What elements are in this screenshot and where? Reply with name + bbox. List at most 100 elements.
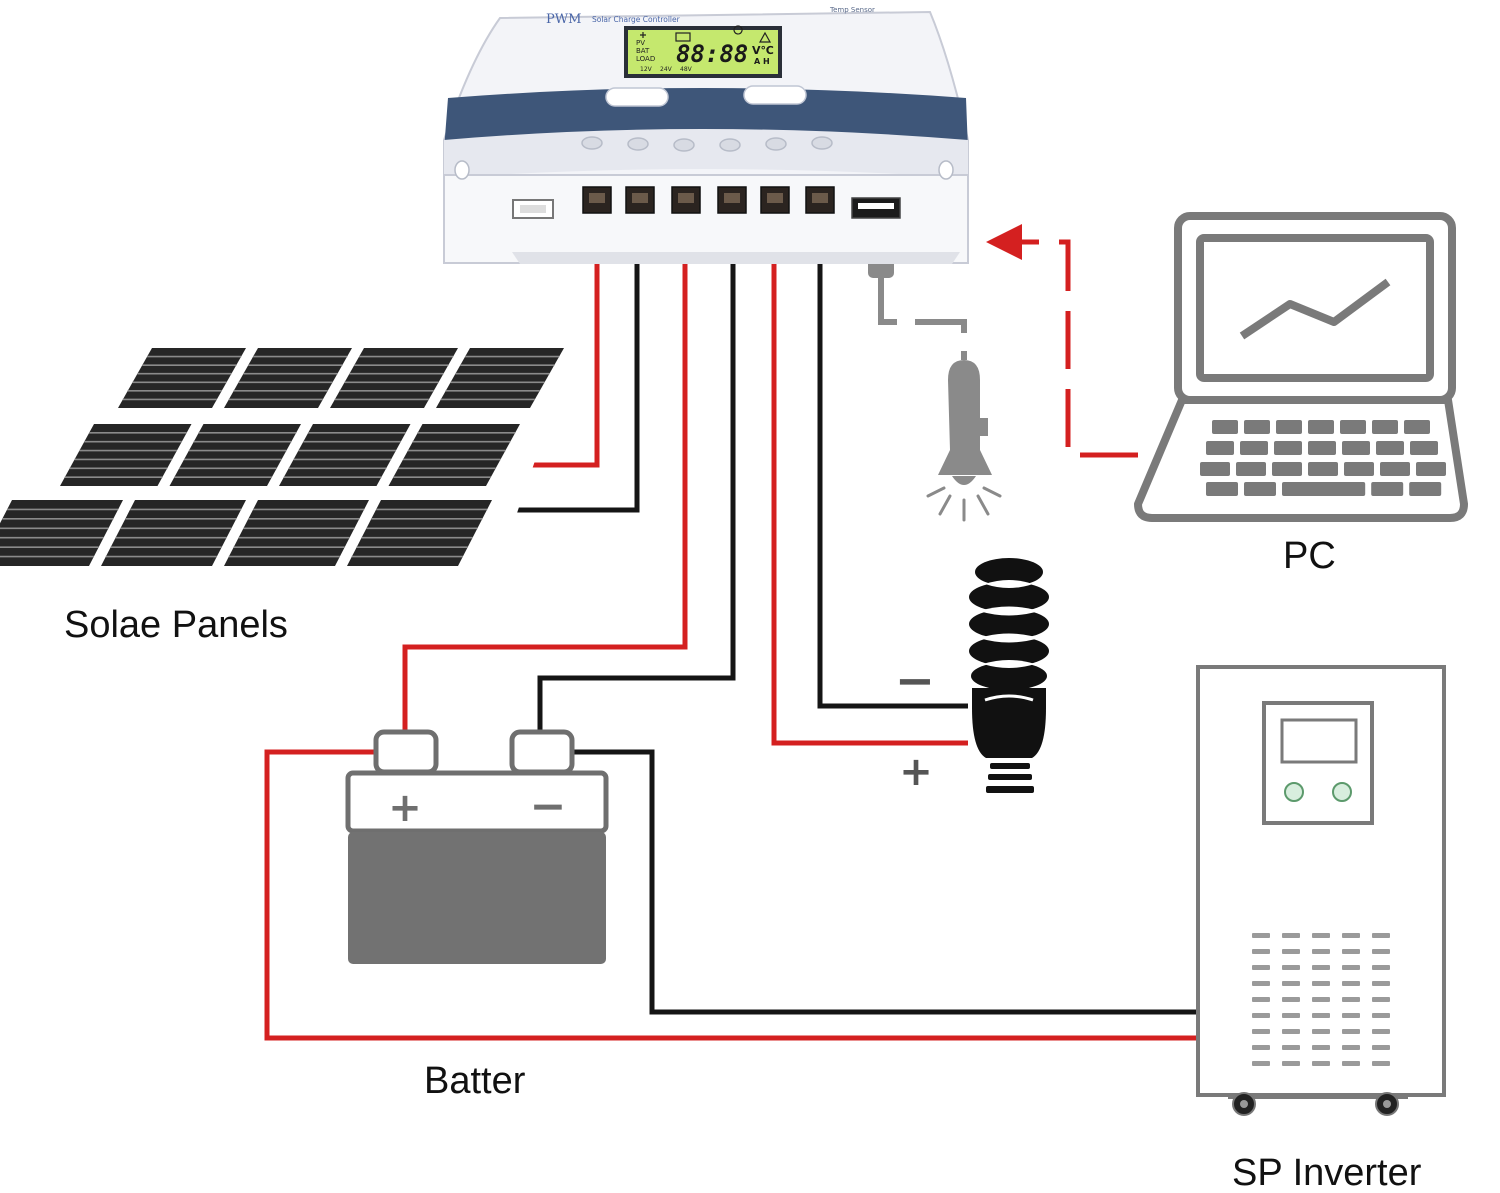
- cfl-spiral-gap: [983, 660, 1035, 668]
- inverter-button-left: [1284, 782, 1304, 802]
- vent-slot: [1312, 949, 1330, 954]
- usb-light: [926, 360, 1002, 522]
- battery-terminal-negative: [509, 729, 575, 775]
- vent-slot: [1282, 1061, 1300, 1066]
- keyboard-key: [1206, 482, 1238, 496]
- controller-button-left[interactable]: [605, 87, 669, 107]
- keyboard-key: [1376, 441, 1404, 455]
- temp-sensor-label: Temp Sensor: [829, 6, 875, 14]
- solar-negative-wire: [498, 215, 640, 513]
- keyboard-key: [1371, 482, 1404, 496]
- screw-hole: [719, 138, 741, 152]
- temp-sensor-slot: [520, 205, 546, 213]
- solar-cell: [436, 348, 564, 408]
- battery-minus-sign: −: [530, 781, 567, 832]
- vent-slot: [1282, 1029, 1300, 1034]
- usb-port-tongue: [858, 203, 894, 209]
- lcd-screen: [628, 30, 778, 74]
- keyboard-key: [1409, 482, 1442, 496]
- solar-panels-caption: Solae Panels: [64, 604, 288, 646]
- solar-cell: [101, 500, 246, 566]
- vent-slot: [1252, 1045, 1270, 1050]
- battery-body: [348, 832, 606, 964]
- vent-slot: [1342, 1029, 1360, 1034]
- pc-link: [986, 224, 1138, 458]
- vent-slot: [1312, 1029, 1330, 1034]
- battery-terminal-positive: [373, 729, 439, 775]
- keyboard-key: [1236, 462, 1266, 476]
- pc-signal-line: [1018, 239, 1138, 458]
- terminal-screw: [812, 193, 828, 203]
- controller-subtitle: Solar Charge Controller: [592, 15, 681, 24]
- battery-plus-sign: +: [388, 785, 422, 831]
- load-negative-wire: [817, 215, 968, 709]
- controller-button-right[interactable]: [743, 85, 807, 105]
- vent-slot: [1342, 965, 1360, 970]
- vent-slot: [1282, 965, 1300, 970]
- solar-cell: [0, 500, 123, 566]
- screw-hole: [627, 137, 649, 151]
- keyboard-key: [1276, 420, 1302, 434]
- inverter-display: [1280, 718, 1358, 764]
- cfl-base: [972, 688, 1046, 758]
- vent-slot: [1252, 1061, 1270, 1066]
- cfl-base-highlight: [984, 694, 1034, 702]
- vent-slot: [1342, 1013, 1360, 1018]
- usb-cable-line: [878, 278, 967, 360]
- vent-slot: [1312, 981, 1330, 986]
- laptop-lid: [1174, 212, 1456, 404]
- inverter-vents: [1252, 933, 1390, 1066]
- vent-slot: [1312, 933, 1330, 938]
- charge-controller: PV BAT LOAD 88:88 V℃ A H 12V 24V 48V PWM…: [443, 6, 969, 264]
- vent-slot: [1312, 997, 1330, 1002]
- mount-hole-left: [454, 160, 470, 180]
- keyboard-key: [1308, 462, 1338, 476]
- cfl-spiral-top: [975, 558, 1043, 586]
- screw-hole: [765, 137, 787, 151]
- cfl-spiral-gap: [979, 606, 1039, 616]
- terminal-screw: [678, 193, 694, 203]
- solar-cell: [224, 500, 369, 566]
- terminal-block: [582, 186, 835, 214]
- lcd-unit-top: V℃: [752, 44, 774, 57]
- battery-top-lid: [345, 770, 609, 834]
- lcd-battery-icon: [675, 32, 691, 42]
- pc-signal-arrow: [986, 224, 1022, 260]
- vent-slot: [1372, 1045, 1390, 1050]
- vent-slot: [1252, 965, 1270, 970]
- terminal-screw: [767, 193, 783, 203]
- keyboard-key: [1340, 420, 1366, 434]
- keyboard-key: [1282, 482, 1366, 496]
- inverter-wheel-right-hub: [1383, 1100, 1391, 1108]
- solar-cell: [224, 348, 352, 408]
- controller-ledge: [444, 129, 968, 178]
- terminal-screw-holes: [581, 136, 833, 152]
- vent-slot: [1252, 933, 1270, 938]
- solar-cell: [279, 424, 411, 486]
- vent-slot: [1312, 1013, 1330, 1018]
- terminal-screw: [632, 193, 648, 203]
- vent-slot: [1342, 981, 1360, 986]
- cfl-spiral-bottom: [971, 662, 1047, 690]
- terminal-screw: [589, 193, 605, 203]
- mount-hole-right: [938, 160, 954, 180]
- inverter-wheel-left-hub: [1240, 1100, 1248, 1108]
- screw-hole: [811, 136, 833, 150]
- vent-slot: [1312, 965, 1330, 970]
- vent-slot: [1342, 1045, 1360, 1050]
- lcd-24v: 24V: [660, 66, 673, 73]
- keyboard-key: [1416, 462, 1446, 476]
- solar-cells: [0, 348, 564, 566]
- lcd-bulb-icon: [733, 25, 743, 35]
- keyboard-key: [1244, 482, 1276, 496]
- light-rays-icon: [926, 486, 1002, 522]
- cfl-spiral: [969, 582, 1049, 612]
- usb-light-body: [938, 360, 992, 475]
- vent-slot: [1282, 1013, 1300, 1018]
- cfl-spiral-gap: [985, 580, 1033, 588]
- inverter: [1196, 665, 1446, 1116]
- pc-caption: PC: [1283, 535, 1336, 577]
- solar-cell: [118, 348, 246, 408]
- vent-slot: [1342, 949, 1360, 954]
- lcd-48v: 48V: [680, 66, 693, 73]
